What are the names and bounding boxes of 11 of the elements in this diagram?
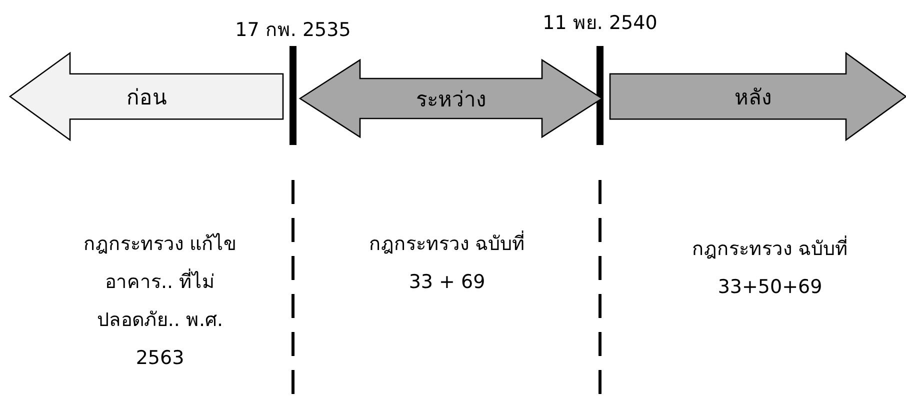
date-label: 17 กพ. 2535 xyxy=(235,18,351,43)
period-note: กฎกระทรวง ฉบับที่ 33 + 69 xyxy=(362,225,532,301)
date-label: 11 พย. 2540 xyxy=(542,11,658,36)
period-note: กฎกระทรวง แก้ไขอาคาร.. ที่ไม่ปลอดภัย.. พ.ศ. 2563 xyxy=(82,232,238,371)
arrow-shape xyxy=(610,53,906,140)
arrow-label: ระหว่าง xyxy=(415,86,487,113)
arrow-shape xyxy=(300,60,602,137)
arrow-label: หลัง xyxy=(734,84,772,111)
period-note: กฎกระทรวง ฉบับที่ 33+50+69 xyxy=(660,230,880,306)
arrow-label: ก่อน xyxy=(126,84,168,111)
arrow-shape xyxy=(10,53,283,140)
